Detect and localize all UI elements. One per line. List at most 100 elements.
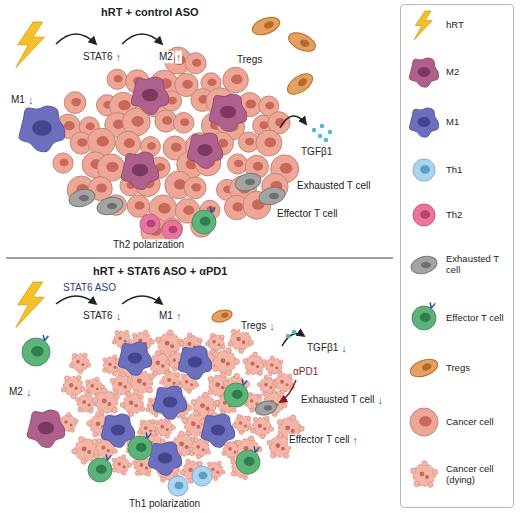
effector-t-cell [420,313,431,322]
dying-cancer-cell [139,463,143,467]
dying-cancer-cell [171,425,175,429]
cancer-cell [124,138,135,148]
dying-cancer-cell [239,430,243,434]
dying-cancer-cell [279,360,283,364]
dying-cancer-cell [156,419,173,436]
legend-text: M1 [446,117,510,128]
exhausted-t-cell [409,254,439,277]
cancer-cell [173,112,194,133]
effector-t-cell [232,390,243,399]
cell-label: M1 [158,310,174,322]
tgfb1-molecules [318,134,322,138]
dying-cancer-cell [146,408,150,412]
treg-cell [284,69,316,98]
dying-cancer-cell [239,348,244,353]
dying-cancer-cell [270,356,274,360]
dying-cancer-cell [83,353,87,357]
treg-cell [250,14,282,38]
th1-cell [413,159,435,181]
dying-cancer-cell [182,418,187,423]
marker-label: STAT6 [82,51,114,63]
cancer-cell [191,183,201,191]
effector-t-cell [412,306,436,330]
dying-cancer-cell [76,360,80,364]
m2-macrophage [409,58,438,87]
tgfb1-molecules [328,130,332,134]
effector-t-cell [224,383,248,407]
hrt-bolt [414,11,432,40]
dying-cancer-cell [179,431,185,437]
dying-cancer-cell [81,459,87,465]
cancer-cell [280,163,293,174]
dying-cancer-cell [167,378,171,382]
dying-cancer-cell [134,404,138,408]
dying-cancer-cell [64,376,69,381]
cancer-cell [185,53,206,74]
treatment-label: STAT6 ASO [62,282,117,294]
cancer-cell [161,218,182,239]
dying-cancer-cell [155,350,160,355]
legend-text: Cancer cell (dying) [446,464,510,486]
exhausted-t-cell [79,195,89,202]
dying-cancer-cell [221,386,225,390]
dying-cancer-cell [87,450,91,454]
effector-t-cell [31,346,44,357]
treg-cell [284,69,316,98]
dying-cancer-cell [120,402,125,407]
cancer-cell [127,195,149,217]
hrt-bolt [16,282,45,328]
th1-cell [192,466,212,486]
dying-cancer-cell [112,372,116,376]
treg-cell [250,14,282,38]
dying-cancer-cell [285,383,288,386]
effector-t-cell [412,306,436,330]
m2-macrophage [38,422,54,435]
dying-cancer-cell [196,445,200,449]
effector-t-cell [224,383,248,407]
dying-cancer-cell [291,429,295,433]
dying-cancer-cell [92,398,98,404]
cancer-cell [86,123,95,131]
dying-cancer-cell [129,401,133,405]
dying-cancer-cell [155,420,159,424]
legend-text: Effector T cell [446,313,510,324]
dying-cancer-cell [127,378,133,384]
treg-cell [408,356,440,380]
dying-cancer-cell [276,443,281,448]
dying-cancer-cell [113,366,116,369]
dying-cancer-cell [115,331,119,335]
dying-cancer-cell [233,450,236,453]
dying-cancer-cell [191,439,209,457]
dying-cancer-cell [226,348,232,354]
tgfb1-molecules [312,128,316,132]
dying-cancer-cell [113,449,118,454]
dying-cancer-cell [248,340,253,345]
dying-cancer-cell [270,363,274,367]
treg-cell [211,308,234,324]
treatment-label: αPD1 [292,366,319,378]
effector-t-cell [236,450,260,474]
treg-cell [221,312,229,319]
m2-macrophage [220,106,236,119]
dying-cancer-cell [249,436,254,441]
dying-cancer-cell [72,353,76,357]
th2-cell [413,204,435,226]
cell-label: Tregs [236,54,263,66]
cell-label: M2 [158,51,174,63]
legend-text: hRT [446,20,510,31]
cancer-cell [158,203,171,214]
legend-text: Exhausted T cell [446,254,510,276]
dying-cancer-cell [156,361,161,366]
dying-cancer-cell [194,437,198,441]
dying-cancer-cell [243,352,267,376]
dying-cancer-cell [195,383,199,387]
dying-cancer-cell [75,397,79,401]
dying-cancer-cell [193,411,198,416]
dying-cancer-cell [128,463,132,467]
exhausted-t-cell [269,193,279,200]
th1-cell [168,476,188,496]
dying-cancer-cell [237,414,241,418]
dying-cancer-cell [246,370,251,375]
th1-cell [413,159,435,181]
dying-cancer-cell [250,416,273,439]
